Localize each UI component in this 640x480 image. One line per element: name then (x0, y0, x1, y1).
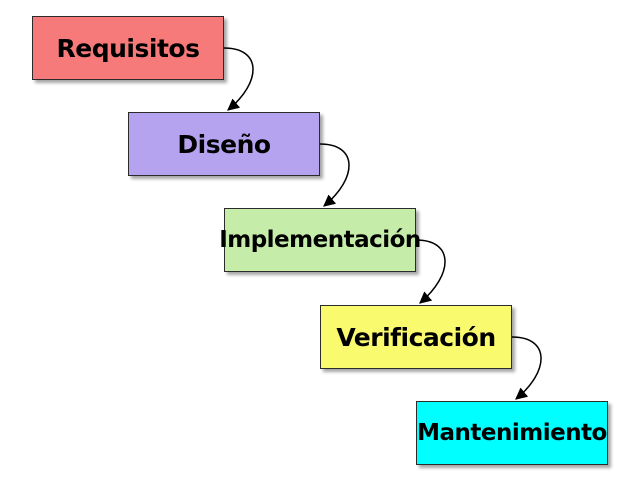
stage-label: Requisitos (56, 33, 200, 63)
stage-diseno: Diseño (128, 112, 320, 176)
arrow-implementacion-to-verificacion (415, 239, 446, 304)
stage-label: Mantenimiento (417, 420, 607, 446)
stage-label: Verificación (336, 322, 496, 352)
arrow-diseno-to-implementacion (319, 143, 350, 207)
stage-label: Implementación (219, 227, 421, 253)
stage-label: Diseño (177, 129, 271, 159)
stage-verificacion: Verificación (320, 305, 512, 369)
stage-requisitos: Requisitos (32, 16, 224, 80)
arrow-requisitos-to-diseno (223, 47, 254, 111)
stage-mantenimiento: Mantenimiento (416, 401, 608, 465)
stage-implementacion: Implementación (219, 208, 421, 272)
arrow-verificacion-to-mantenimiento (511, 336, 542, 400)
